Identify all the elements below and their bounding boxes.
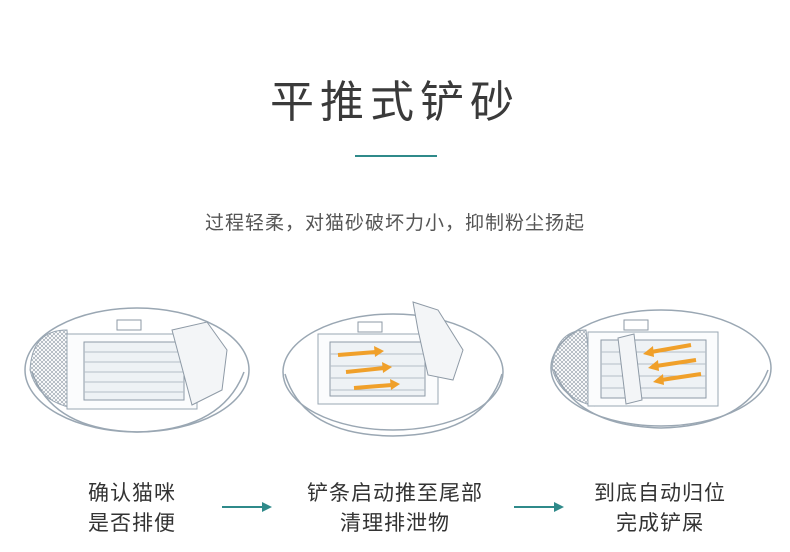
step-3-line-2: 完成铲屎 [616,511,704,535]
arrow-right-icon [222,502,272,512]
step-1-line-2: 是否排便 [88,511,176,535]
step-3-line-1: 到底自动归位 [594,481,726,505]
subtitle: 过程轻柔，对猫砂破坏力小，抑制粉尘扬起 [204,212,585,234]
arrow-right-icon [514,502,564,512]
litter-box-illustration-3 [550,309,772,429]
litter-box-illustration-1 [24,307,250,433]
step-2-line-2: 清理排泄物 [340,511,450,535]
litter-box-illustration-2 [282,301,504,437]
title-divider [355,155,437,157]
step-1-caption: 确认猫咪 是否排便 [42,478,222,538]
page-title: 平推式铲砂 [270,77,520,128]
step-3-caption: 到底自动归位 完成铲屎 [570,478,750,538]
step-2-line-1: 铲条启动推至尾部 [307,481,483,505]
step-1-line-1: 确认猫咪 [88,481,176,505]
step-2-caption: 铲条启动推至尾部 清理排泄物 [285,478,505,538]
